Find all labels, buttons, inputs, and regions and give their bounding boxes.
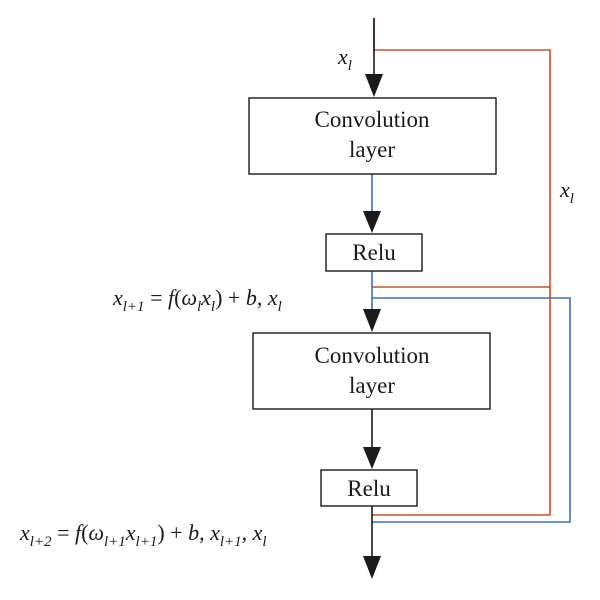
blue-skip-connection: [372, 297, 571, 523]
convolution-layer-2: [252, 332, 491, 410]
relu1-to-conv2-arrow: [363, 309, 381, 332]
conv1-label-line1: Convolution: [314, 107, 430, 132]
output-arrow: [363, 556, 381, 579]
relu1-label: Relu: [352, 240, 396, 265]
convolution-layer-1: [248, 97, 497, 175]
input-label: xl: [337, 44, 352, 74]
equation-2: xl+2 = f(ωl+1xl+1) + b, xl+1, xl: [19, 520, 267, 550]
conv2-label-line1: Convolution: [314, 343, 430, 368]
relu2-label: Relu: [347, 476, 391, 501]
input-arrow: [365, 74, 383, 97]
conv2-to-relu2-arrow: [363, 447, 381, 469]
conv1-label-line2: layer: [349, 137, 395, 162]
conv2-label-line2: layer: [349, 373, 395, 398]
relu-2: [320, 469, 418, 507]
skip-label: xl: [559, 177, 574, 207]
relu-1: [325, 233, 423, 272]
conv1-to-relu1-arrow: [363, 211, 381, 233]
equation-1: xl+1 = f(ωlxl) + b, xl: [112, 285, 282, 315]
